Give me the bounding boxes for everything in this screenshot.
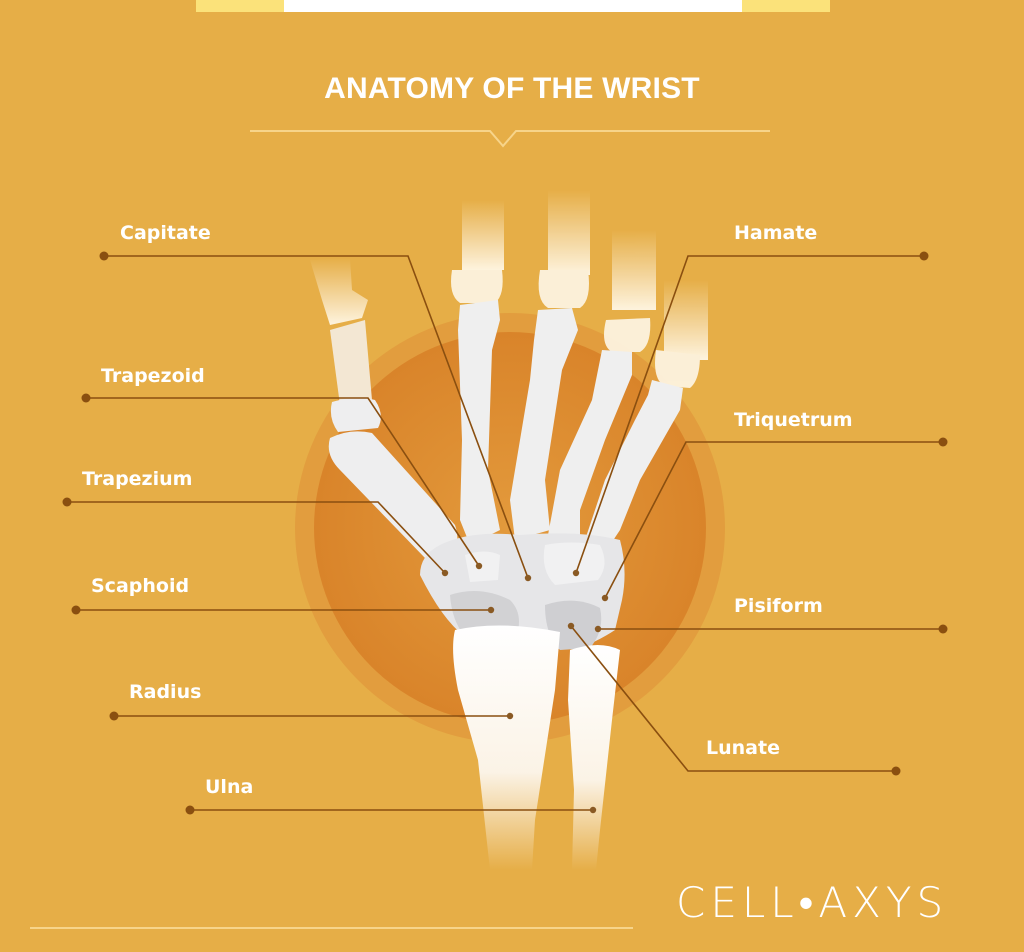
label-hamate: Hamate (734, 222, 818, 244)
label-scaphoid: Scaphoid (91, 575, 190, 597)
leader-inner-dots (441, 562, 609, 814)
label-triquetrum: Triquetrum (734, 409, 853, 431)
label-capitate: Capitate (120, 222, 211, 244)
top-accent-bar (196, 0, 830, 12)
label-trapezoid: Trapezoid (101, 365, 205, 387)
title-underline (250, 130, 770, 148)
top-accent-left (196, 0, 284, 12)
label-lunate: Lunate (706, 737, 780, 759)
top-accent-right (742, 0, 830, 12)
leader-outer-dots (62, 251, 948, 815)
leader-trapezoid (86, 397, 480, 567)
leader-trapezium (67, 501, 446, 574)
leader-capitate (104, 255, 529, 579)
finger-tips (310, 190, 708, 388)
label-trapezium: Trapezium (82, 468, 193, 490)
leader-lines (67, 255, 943, 811)
leader-lunate (570, 625, 896, 772)
label-ulna: Ulna (205, 776, 254, 798)
leader-triquetrum (604, 441, 943, 599)
page-title: ANATOMY OF THE WRIST (324, 72, 700, 105)
cellaxys-logo: CELL•AXYS (676, 878, 949, 927)
metacarpal-bones (458, 300, 683, 545)
top-accent-center (284, 0, 742, 12)
leader-hamate (575, 255, 924, 574)
label-pisiform: Pisiform (734, 595, 823, 617)
label-radius: Radius (129, 681, 202, 703)
forearm-bones (453, 625, 620, 870)
thumb-bones (328, 320, 458, 560)
